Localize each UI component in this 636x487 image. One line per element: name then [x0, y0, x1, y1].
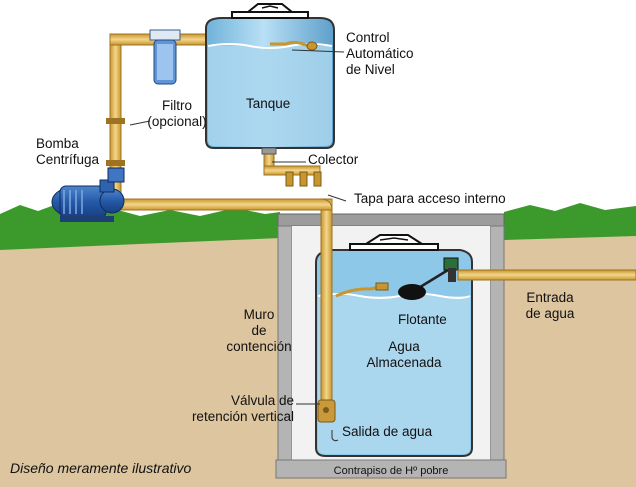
- label-access-lid: Tapa para acceso interno: [354, 191, 506, 206]
- label-water-inlet-line2: de agua: [525, 306, 575, 321]
- label-pump: Bomba Centrífuga: [36, 136, 99, 168]
- label-float: Flotante: [398, 312, 447, 327]
- inlet-pipe: [457, 269, 636, 281]
- label-level-control: Control Automático de Nivel: [346, 30, 414, 78]
- label-retaining-wall-line3: contención: [226, 339, 292, 354]
- pump-to-cistern-pipe: [109, 198, 333, 211]
- suction-pipe: [109, 198, 336, 423]
- label-retaining-wall-line2: de: [251, 323, 267, 338]
- label-water-inlet-line1: Entrada: [526, 290, 574, 305]
- label-level-control-line2: Automático: [346, 46, 414, 61]
- centrifugal-pump: [51, 167, 125, 222]
- cistern-tank: [315, 234, 473, 457]
- label-check-valve-line2: retención vertical: [191, 409, 294, 424]
- collector: [261, 147, 322, 187]
- label-water-inlet: Entrada de agua: [512, 290, 588, 322]
- label-pump-line2: Centrífuga: [36, 152, 100, 167]
- access-lid: [277, 213, 505, 227]
- label-stored-water-line2: Almacenada: [366, 355, 442, 370]
- right-wall: [489, 225, 505, 463]
- label-check-valve-line1: Válvula de: [230, 393, 294, 408]
- label-stored-water-line1: Agua: [388, 339, 420, 354]
- float-valve: [398, 257, 459, 300]
- label-base-slab: Contrapiso de Hº pobre: [333, 465, 449, 477]
- upper-tank: [205, 3, 335, 149]
- disclaimer-text: Diseño meramente ilustrativo: [10, 460, 192, 476]
- float-ball: [398, 284, 426, 300]
- label-filter-line2: (opcional): [147, 114, 207, 129]
- label-check-valve: Válvula de retención vertical: [172, 393, 294, 425]
- label-collector: Colector: [308, 152, 359, 167]
- grass-right: [504, 203, 636, 240]
- label-pump-line1: Bomba: [36, 136, 79, 151]
- level-control: [270, 40, 345, 53]
- stored-water: [318, 296, 470, 454]
- label-filter-line1: Filtro: [162, 98, 192, 113]
- filter: [149, 29, 181, 85]
- label-level-control-line1: Control: [346, 30, 390, 45]
- label-retaining-wall-line1: Muro: [243, 307, 275, 322]
- cistern-lid: [349, 234, 439, 251]
- leader-lines: [272, 161, 347, 442]
- label-retaining-wall: Muro de contención: [224, 307, 294, 355]
- label-filter: Filtro (opcional): [146, 98, 208, 130]
- base-slab: [275, 459, 507, 479]
- label-level-control-line3: de Nivel: [346, 62, 395, 77]
- label-water-outlet: Salida de agua: [342, 424, 433, 439]
- label-stored-water: Agua Almacenada: [354, 339, 454, 371]
- label-upper-tank: Tanque: [246, 96, 291, 111]
